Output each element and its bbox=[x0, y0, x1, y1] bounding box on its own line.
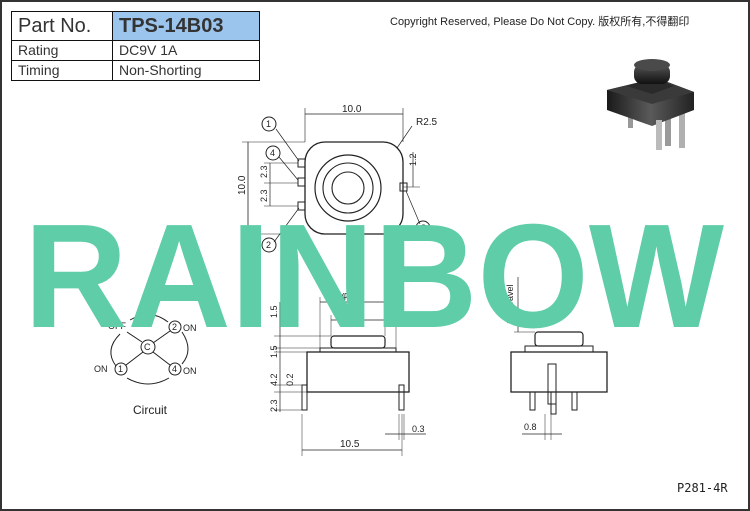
base-width-dim: 10.5 bbox=[340, 439, 360, 450]
pin-spacing-a: 2.3 bbox=[259, 165, 269, 178]
side-view-drawing bbox=[510, 277, 608, 440]
outer-diameter-dim: φ7.0 bbox=[342, 290, 360, 300]
circuit-state-4: ON bbox=[183, 366, 197, 376]
part-number-label: Part No. bbox=[11, 11, 113, 41]
circuit-center-label: C bbox=[144, 342, 151, 352]
pin-callout-2: 2 bbox=[266, 240, 271, 250]
top-view-drawing bbox=[242, 108, 431, 253]
top-width-dim: 10.0 bbox=[342, 104, 362, 115]
pin-callout-c: C bbox=[420, 223, 427, 233]
front-view-drawing bbox=[274, 297, 426, 456]
gap-dim: 0.2 bbox=[285, 373, 295, 386]
pin-offset-dim: 1.2 bbox=[408, 153, 418, 166]
pin-callout-1: 1 bbox=[266, 119, 271, 129]
copyright-notice: Copyright Reserved, Please Do Not Copy. … bbox=[390, 16, 690, 28]
timing-value: Non-Shorting bbox=[112, 60, 260, 81]
pin-spacing-b: 2.3 bbox=[259, 189, 269, 202]
rainbow-watermark: RAINBOW bbox=[24, 194, 724, 359]
circuit-node-1: 1 bbox=[118, 364, 123, 374]
step-height-dim: 1.5 bbox=[269, 345, 279, 358]
page-reference: P281-4R bbox=[677, 481, 728, 495]
top-height-dim: 10.0 bbox=[237, 175, 248, 195]
pin-length-dim: 2.3 bbox=[269, 399, 279, 412]
body-height-dim: 4.2 bbox=[269, 373, 279, 386]
side-pin-width-dim: 0.8 bbox=[524, 422, 537, 432]
timing-label: Timing bbox=[11, 60, 113, 81]
cap-height-dim: 1.5 bbox=[269, 305, 279, 318]
pin-callout-4: 4 bbox=[270, 148, 275, 158]
circuit-label: Circuit bbox=[133, 403, 168, 417]
circuit-off-label: OFF bbox=[108, 321, 126, 331]
circuit-node-2: 2 bbox=[172, 322, 177, 332]
circuit-diagram bbox=[110, 314, 189, 385]
circuit-state-2: ON bbox=[183, 323, 197, 333]
circuit-state-1: ON bbox=[94, 364, 108, 374]
travel-dim: 1.0 Travel bbox=[505, 284, 515, 324]
inner-diameter-dim: φ4.5 bbox=[345, 308, 363, 318]
top-radius-dim: R2.5 bbox=[416, 117, 438, 128]
spec-table: Part No. TPS-14B03 Rating DC9V 1A Timing… bbox=[11, 11, 260, 81]
pin-thickness-dim: 0.3 bbox=[412, 424, 425, 434]
part-number-value: TPS-14B03 bbox=[112, 11, 260, 41]
switch-photo bbox=[607, 59, 694, 150]
circuit-node-4: 4 bbox=[172, 364, 177, 374]
rating-value: DC9V 1A bbox=[112, 40, 260, 61]
